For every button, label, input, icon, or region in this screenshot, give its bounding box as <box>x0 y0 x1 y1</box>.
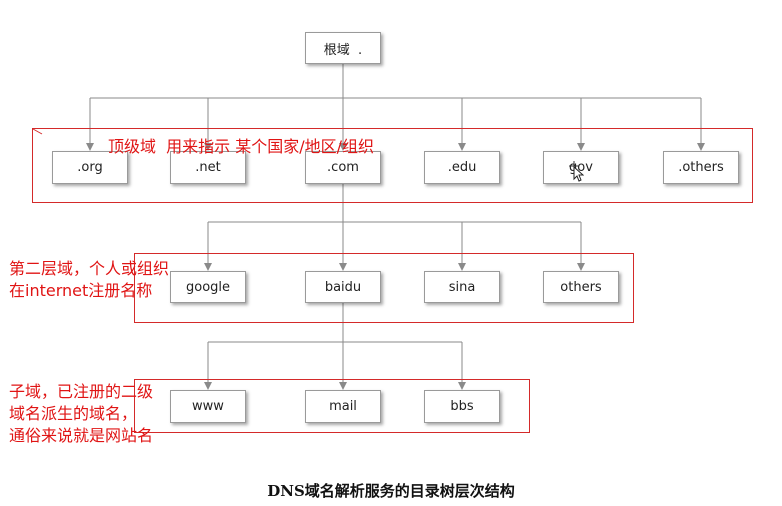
second-level-node-baidu: baidu <box>305 271 381 303</box>
sub-domain-node-www: www <box>170 390 246 423</box>
root-node: 根域 . <box>305 32 381 64</box>
sub-domain-annotation-line1: 子域，已注册的二级 <box>9 382 154 401</box>
sub-domain-group-box <box>134 379 530 433</box>
tld-node-org: .org <box>52 151 128 184</box>
second-level-label: google <box>185 279 231 295</box>
sub-domain-label: bbs <box>450 399 474 414</box>
tld-node-com: .com <box>305 151 381 184</box>
sub-domain-node-bbs: bbs <box>424 390 500 423</box>
second-level-node-others: others <box>543 271 619 303</box>
tld-label: .org <box>77 160 103 175</box>
sub-domain-label: mail <box>329 399 357 414</box>
tld-label: .edu <box>447 160 477 175</box>
tld-annotation: 顶级域 用来指示 某个国家/地区/组织 <box>108 137 375 156</box>
tld-label: .others <box>678 160 724 175</box>
second-level-label: sina <box>448 279 476 295</box>
tld-label: .net <box>195 160 221 175</box>
figure-caption: DNS域名解析服务的目录树层次结构 <box>267 482 515 500</box>
tld-node-edu: .edu <box>424 151 500 184</box>
move-cursor-icon <box>569 161 584 182</box>
sub-domain-node-mail: mail <box>305 390 381 423</box>
second-level-group-box <box>134 253 634 323</box>
tld-node-net: .net <box>170 151 246 184</box>
sub-domain-annotation-line2: 域名派生的域名， <box>9 404 138 423</box>
sub-domain-annotation-line3: 通俗来说就是网站名 <box>9 426 154 445</box>
second-level-label: baidu <box>324 279 362 295</box>
tld-label: .com <box>327 160 359 175</box>
tld-group-box <box>32 128 753 203</box>
second-level-label: others <box>560 279 602 295</box>
second-level-annotation-line2: 在internet注册名称 <box>9 281 153 300</box>
second-level-node-sina: sina <box>424 271 500 303</box>
second-level-annotation-line1: 第二层域，个人或组织 <box>9 259 170 278</box>
sub-domain-label: www <box>192 399 224 414</box>
tld-node-others: .others <box>663 151 739 184</box>
second-level-node-google: google <box>170 271 246 303</box>
root-label: 根域 . <box>323 42 363 58</box>
